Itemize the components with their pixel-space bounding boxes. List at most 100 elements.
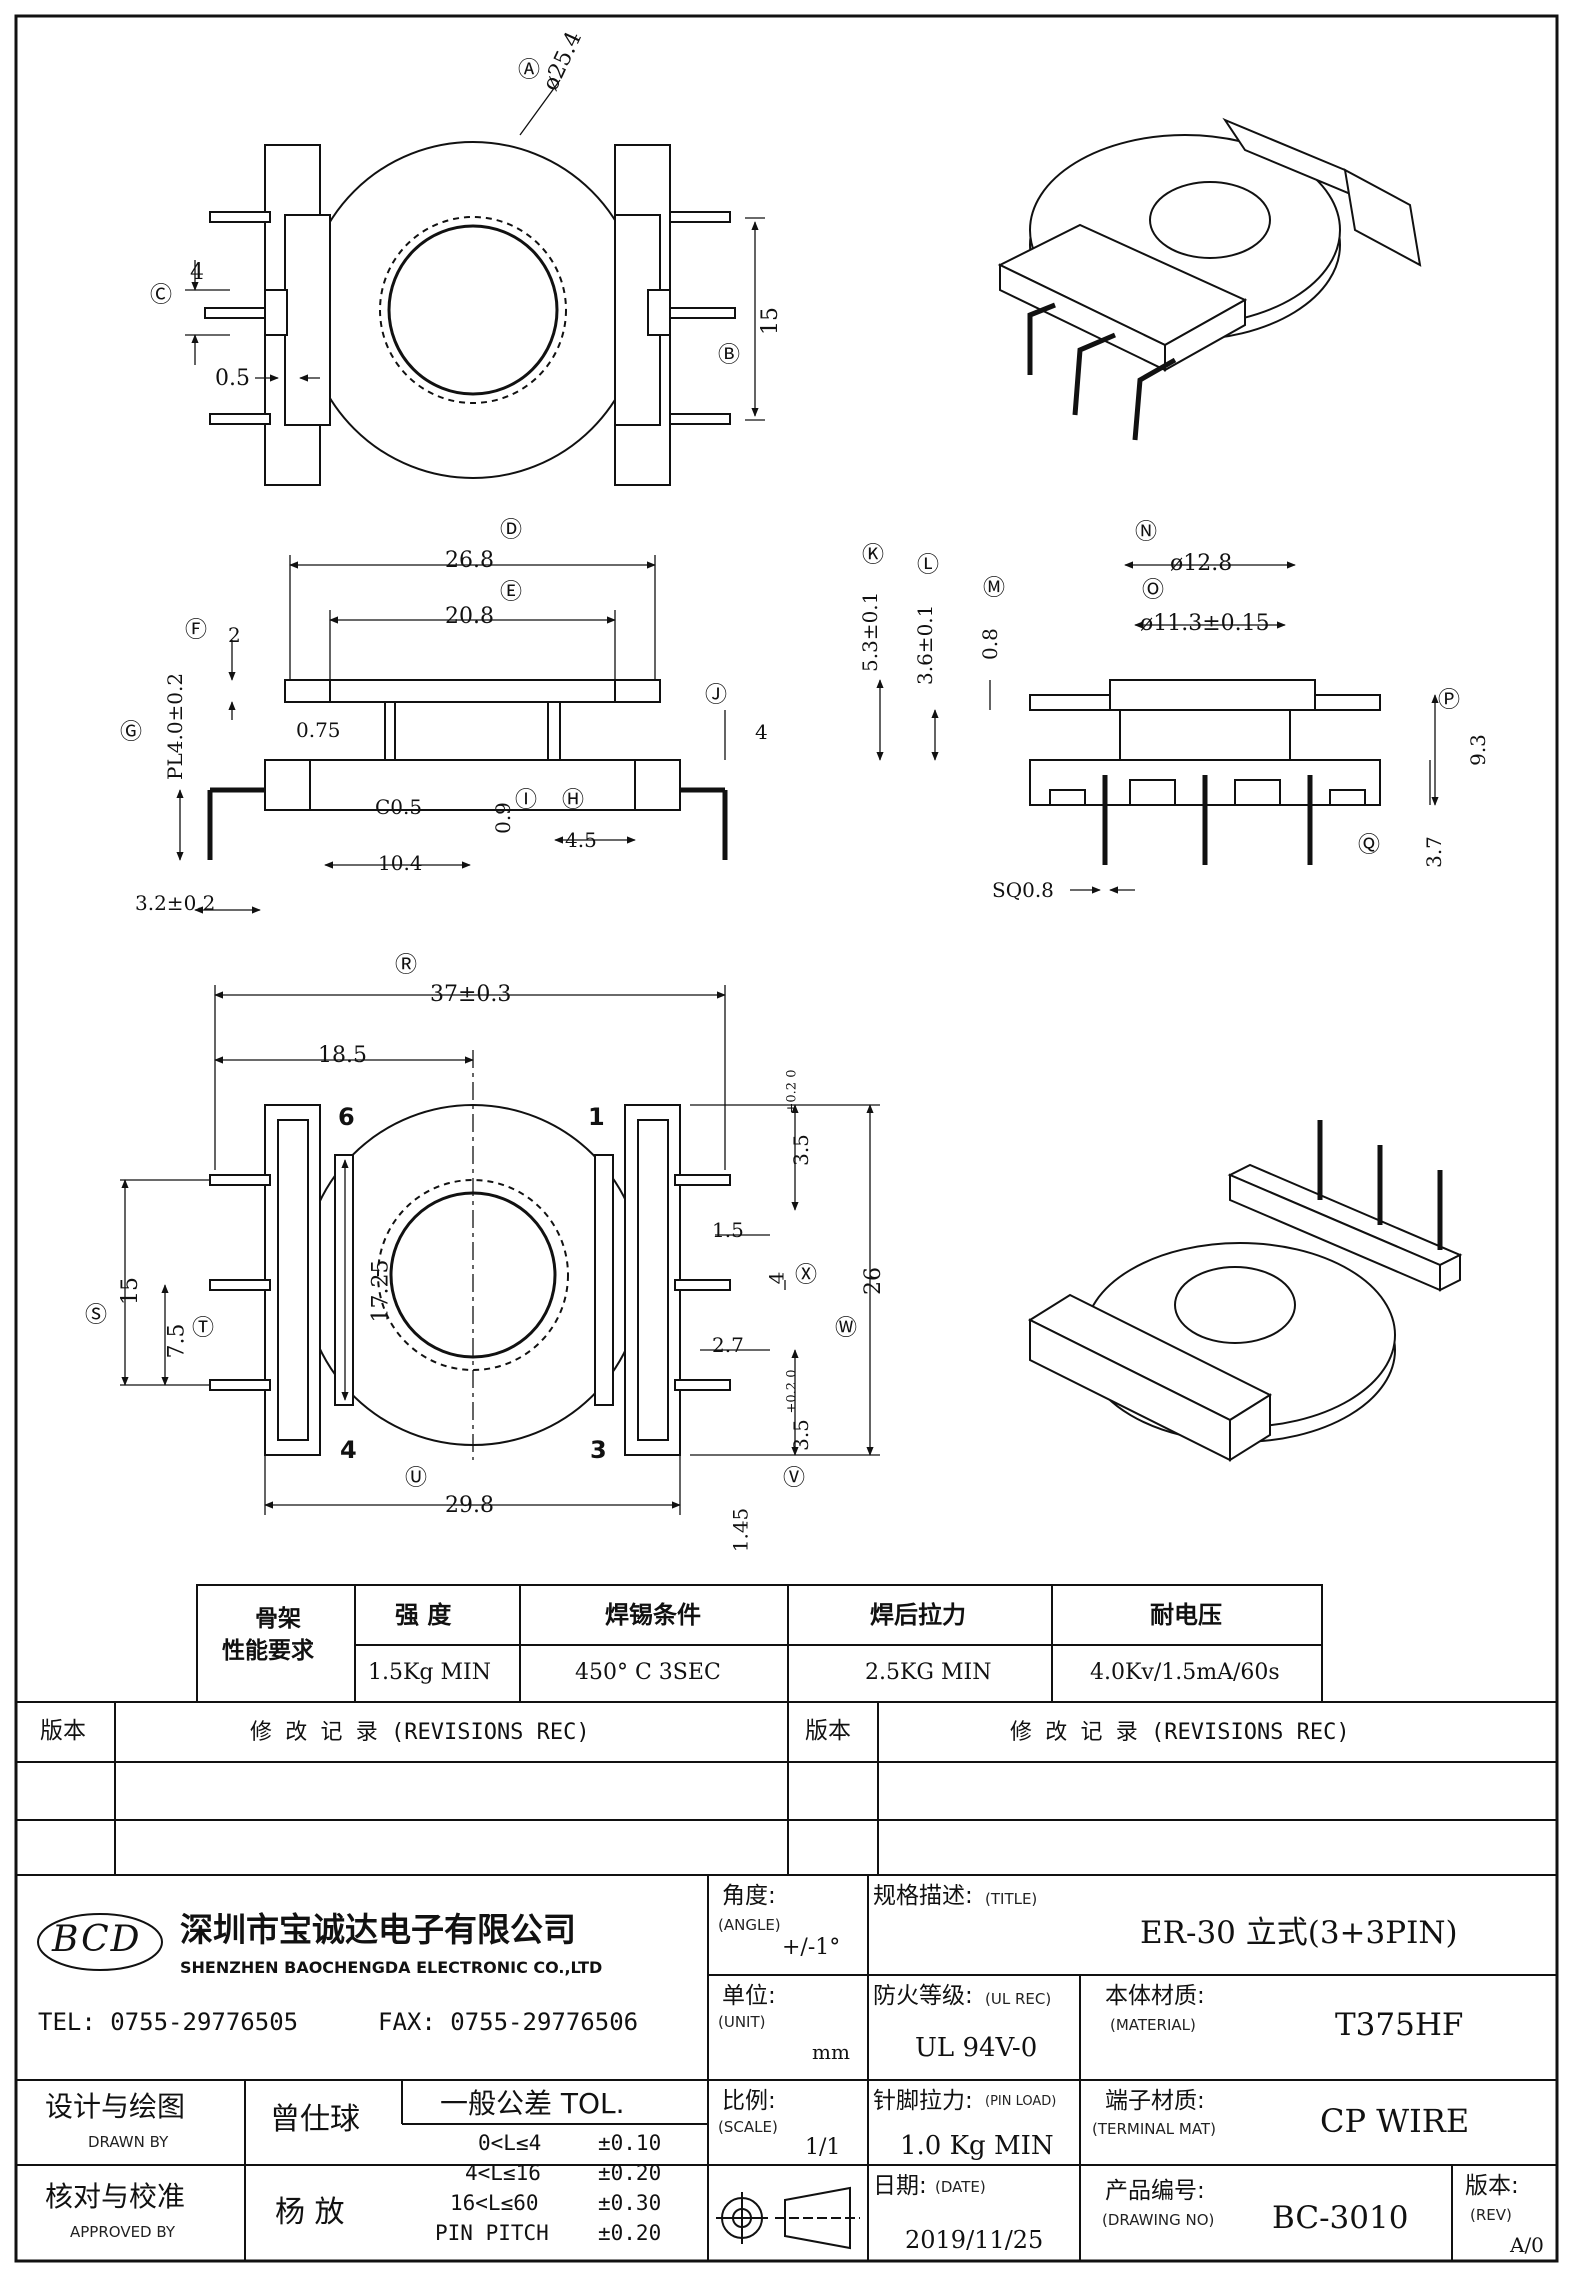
tol-title: 一般公差 TOL. <box>440 2087 625 2120</box>
pinload-label: 针脚拉力: <box>873 2088 973 2114</box>
drawn-value: 曾仕球 <box>270 2102 360 2137</box>
drawn-label: 设计与绘图 <box>45 2090 186 2123</box>
dim-1725: 17.25 <box>368 1259 394 1323</box>
dim-09: 0.9 <box>490 802 515 834</box>
company-fax: FAX: 0755-29776506 <box>378 2008 639 2036</box>
label-h: Ⓗ <box>562 788 585 813</box>
label-x: Ⓧ <box>795 1263 818 1288</box>
projection-symbol-icon <box>716 2186 860 2250</box>
perf-value-pull: 2.5KG MIN <box>865 1660 992 1685</box>
title-label: 规格描述: <box>873 1883 973 1909</box>
dim-s15: 15 <box>118 1277 143 1305</box>
dim-298: 29.8 <box>445 1493 494 1518</box>
dim-rib: 0.5 <box>215 366 250 391</box>
approved-en: APPROVED BY <box>70 2223 176 2241</box>
angle-label: 角度: <box>722 1883 776 1909</box>
perf-header-pull: 焊后拉力 <box>870 1601 966 1629</box>
company-name-cn: 深圳市宝诚达电子有限公司 <box>180 1910 576 1949</box>
company-tel: TEL: 0755-29776505 <box>38 2008 299 2036</box>
date-en: (DATE) <box>935 2178 986 2196</box>
rev-value: A/0 <box>1510 2233 1544 2257</box>
dwg-label: 产品编号: <box>1105 2178 1205 2204</box>
dim-104: 10.4 <box>378 851 423 875</box>
dim-15: 1.5 <box>712 1218 744 1242</box>
flange-outline <box>304 141 642 479</box>
perf-header-voltage: 耐电压 <box>1150 1601 1222 1629</box>
rev-ver-label-left: 版本 <box>40 1718 86 1744</box>
dim-pl: PL4.0±0.2 <box>163 672 187 780</box>
label-w: Ⓦ <box>835 1316 858 1341</box>
rev-rec-label-left: 修 改 记 录 (REVISIONS REC) <box>250 1720 590 1745</box>
view-side <box>1029 679 1381 865</box>
tol-range-2: 16<L≤60 <box>450 2191 539 2215</box>
dim-h2: 2 <box>228 623 241 647</box>
material-label: 本体材质: <box>1105 1983 1205 2009</box>
dim-26: 26 <box>861 1267 886 1295</box>
ul-label: 防火等级: <box>873 1983 973 2009</box>
angle-en: (ANGLE) <box>718 1916 781 1934</box>
company-name-en: SHENZHEN BAOCHENGDA ELECTRONIC CO.,LTD <box>180 1958 603 1977</box>
dim-37: 37±0.3 <box>430 982 512 1007</box>
dim-075: 0.75 <box>296 718 341 742</box>
sheet-border <box>14 14 1559 2263</box>
angle-value: +/-1° <box>782 1935 841 1960</box>
label-k: Ⓚ <box>862 543 885 568</box>
perf-value-solder: 450° C 3SEC <box>575 1660 721 1685</box>
tol-range-1: 4<L≤16 <box>465 2161 541 2185</box>
label-r: Ⓡ <box>395 953 418 978</box>
dim-37: 3.7 <box>1421 836 1446 868</box>
perf-title-1: 骨架 <box>255 1606 301 1632</box>
label-j: Ⓙ <box>705 683 728 708</box>
dim-pin-width: 4 <box>190 260 204 285</box>
label-u: Ⓤ <box>405 1466 428 1491</box>
tol-value-2: ±0.30 <box>598 2191 662 2215</box>
view-bottom-dims <box>120 985 880 1515</box>
view-front-dims <box>176 555 726 914</box>
scale-label: 比例: <box>722 2088 776 2114</box>
unit-en: (UNIT) <box>718 2013 766 2031</box>
dim-35a: 3.5 <box>788 1134 813 1166</box>
perf-value-voltage: 4.0Kv/1.5mA/60s <box>1090 1660 1280 1685</box>
approved-value: 杨 放 <box>275 2195 345 2230</box>
dim-pin-gap: 15 <box>758 307 783 335</box>
label-g: Ⓖ <box>120 720 143 745</box>
view-side-dims <box>876 561 1439 894</box>
dim-45: 4.5 <box>565 828 597 852</box>
view-top <box>204 141 736 486</box>
pinload-en: (PIN LOAD) <box>985 2094 1057 2109</box>
label-f: Ⓕ <box>185 618 208 643</box>
perf-header-solder: 焊锡条件 <box>605 1601 701 1629</box>
dim-08: 0.8 <box>978 628 1002 660</box>
label-i: Ⓘ <box>515 788 538 813</box>
scale-en: (SCALE) <box>718 2118 778 2136</box>
approved-label: 核对与校准 <box>45 2180 186 2213</box>
dim-36: 3.6±0.1 <box>913 604 937 685</box>
scale-value: 1/1 <box>805 2135 841 2160</box>
pin-3-label: 3 <box>590 1436 607 1464</box>
dim-145: 1.45 <box>728 1507 753 1553</box>
date-label: 日期: <box>873 2173 927 2199</box>
terminal-label: 端子材质: <box>1105 2088 1205 2114</box>
dim-32: 3.2±0.2 <box>135 891 216 915</box>
label-l: Ⓛ <box>917 553 940 578</box>
material-value: T375HF <box>1335 2007 1464 2043</box>
rev-rec-label-right: 修 改 记 录 (REVISIONS REC) <box>1010 1720 1350 1745</box>
tol-value-1: ±0.20 <box>598 2161 662 2185</box>
label-m: Ⓜ <box>983 576 1006 601</box>
dim-t75: 7.5 <box>164 1323 190 1359</box>
revision-grid <box>16 1701 1557 1876</box>
unit-label: 单位: <box>722 1983 776 2009</box>
view-bottom <box>209 1104 731 1456</box>
label-b: Ⓑ <box>718 343 741 368</box>
dim-c05: C0.5 <box>375 795 423 819</box>
dwg-en: (DRAWING NO) <box>1102 2211 1215 2229</box>
pin-1-label: 1 <box>588 1103 605 1131</box>
pin-4-label: 4 <box>340 1436 357 1464</box>
perf-title-2: 性能要求 <box>222 1638 314 1664</box>
inner-hidden <box>379 216 567 404</box>
dim-35a-tol: +0.2 0 <box>784 1069 800 1114</box>
tol-range-3: PIN PITCH <box>435 2221 549 2245</box>
company-logo <box>37 1913 163 1971</box>
pin-6-label: 6 <box>338 1103 355 1131</box>
